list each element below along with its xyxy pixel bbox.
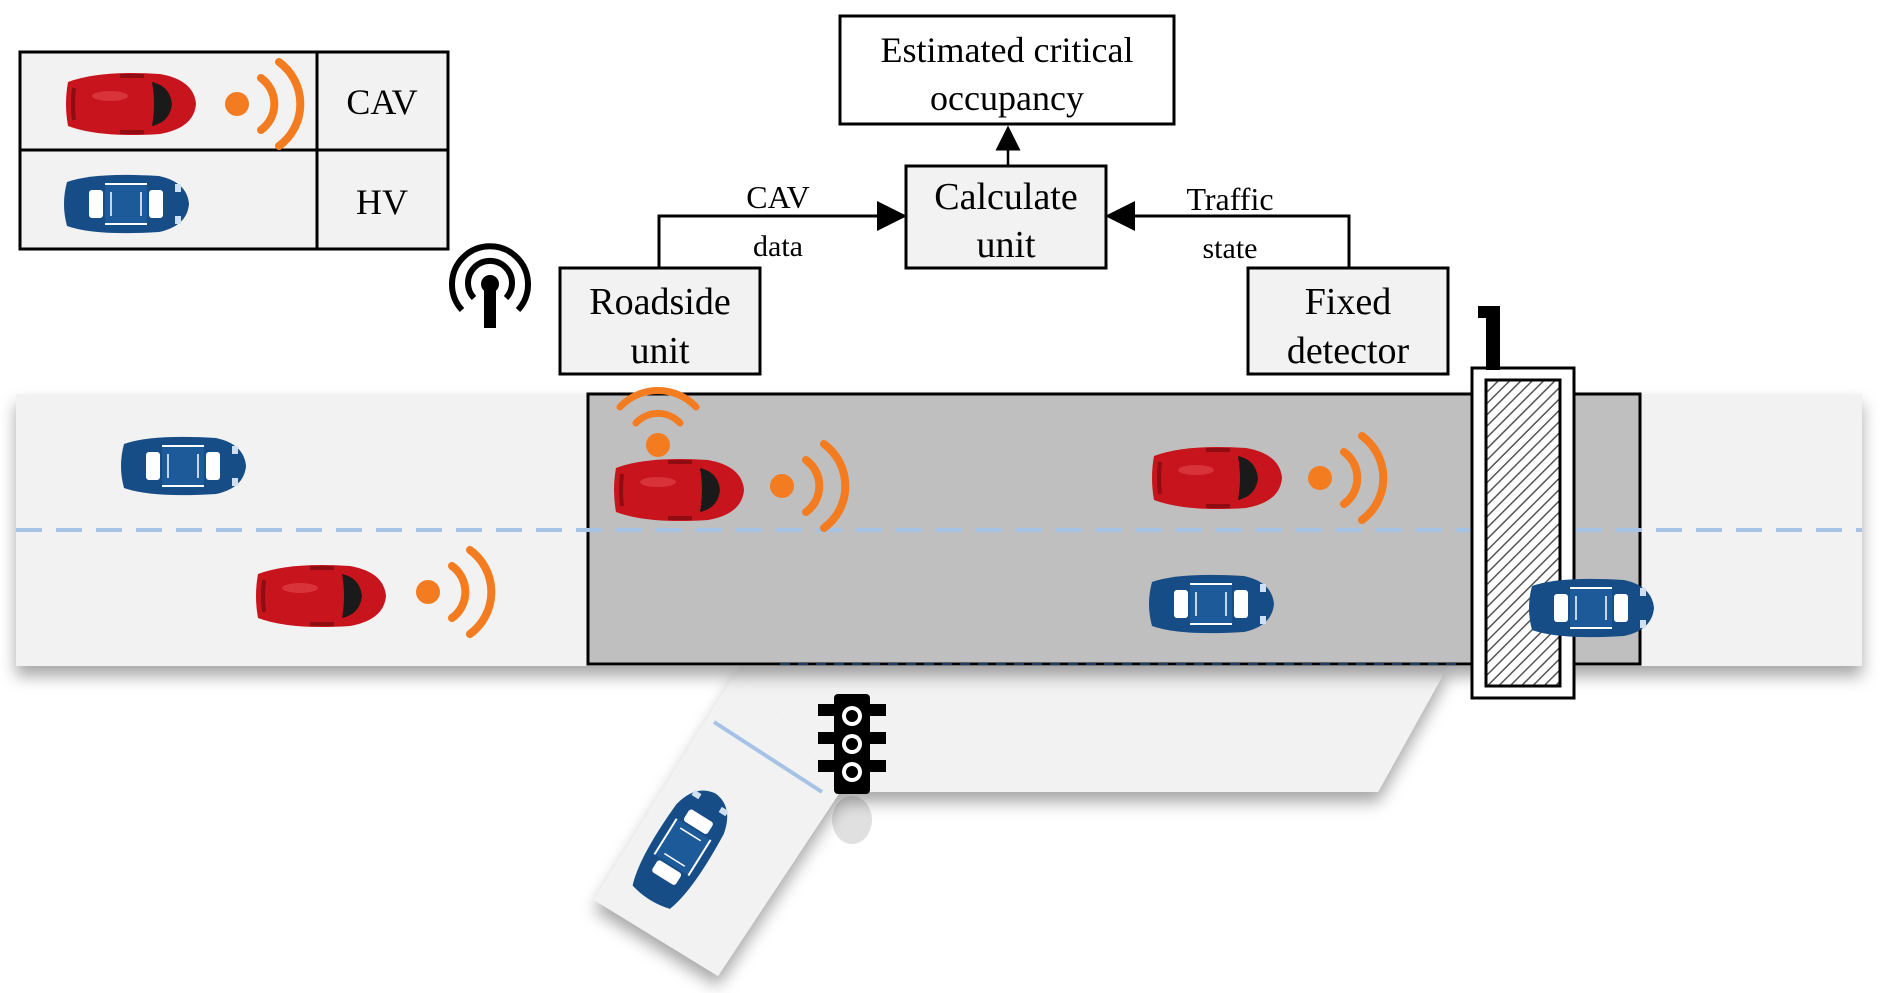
estimated-critical-occupancy-box: Estimated critical occupancy <box>838 14 1176 126</box>
fixed-detector-box: Fixed detector <box>1246 266 1450 376</box>
detector-hatch-icon <box>1470 306 1576 700</box>
cav-data-line2: data <box>753 230 803 263</box>
cav-car-icon <box>612 457 746 523</box>
calculate-line1: Calculate <box>934 176 1077 218</box>
wireless-signal-icon <box>616 387 700 457</box>
hv-car-icon <box>120 435 247 497</box>
traffic-state-line2: state <box>1203 232 1258 265</box>
traffic-state-line1: Traffic <box>1186 181 1273 217</box>
roadside-line2: unit <box>630 330 690 372</box>
legend-hv-car-icon <box>63 173 190 235</box>
roadside-unit-box: Roadside unit <box>558 266 762 376</box>
traffic-light-icon <box>818 694 886 844</box>
legend-cav-car-icon <box>64 71 198 137</box>
arrow-traffic-state <box>1105 201 1351 268</box>
legend-hv-label: HV <box>356 182 408 222</box>
calculate-line2: unit <box>976 224 1036 266</box>
legend: CAV HV <box>18 50 450 251</box>
cav-car-icon <box>1150 445 1284 511</box>
cav-car-icon <box>254 563 388 629</box>
hv-car-icon <box>1528 577 1655 639</box>
fixed-line1: Fixed <box>1305 281 1392 323</box>
arrow-cav-data <box>657 201 907 268</box>
cav-data-line1: CAV <box>746 179 809 215</box>
antenna-icon <box>449 243 531 328</box>
roadside-line1: Roadside <box>589 281 730 323</box>
estimated-line1: Estimated critical <box>881 30 1134 70</box>
hv-car-icon <box>1148 573 1275 635</box>
estimated-line2: occupancy <box>930 78 1084 118</box>
ramp-lane-line <box>712 720 824 794</box>
legend-cav-label: CAV <box>346 82 417 122</box>
fixed-line2: detector <box>1287 330 1410 372</box>
calculate-unit-box: Calculate unit <box>904 164 1108 270</box>
